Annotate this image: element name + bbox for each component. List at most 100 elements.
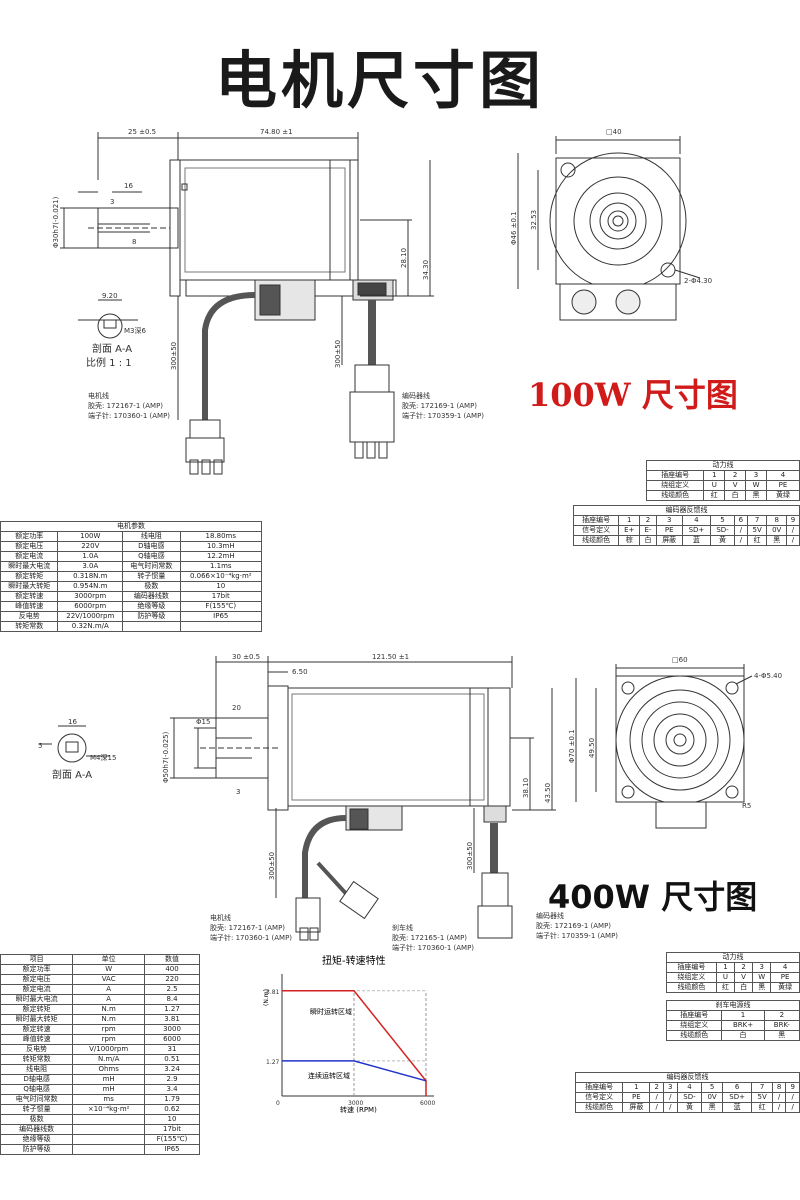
table-cell: 黄 bbox=[676, 1102, 703, 1113]
table-caption-row: 动力线 bbox=[646, 460, 800, 471]
table-header-cell: 项目 bbox=[0, 954, 74, 965]
table-cell: E- bbox=[639, 525, 657, 536]
table-row: 线缆颜色白黑 bbox=[665, 1030, 800, 1041]
dim-100-cable2: 300±50 bbox=[334, 340, 342, 368]
dim-100-cable1: 300±50 bbox=[170, 342, 178, 370]
table-caption-row: 刹车电源线 bbox=[666, 1000, 800, 1011]
dim-400-pcd: Φ70 ±0.1 bbox=[568, 729, 576, 763]
table-cell: 白 bbox=[721, 1030, 765, 1041]
table-cell: 220 bbox=[144, 974, 200, 985]
table-cell: SD- bbox=[710, 525, 735, 536]
table-cell: SD+ bbox=[681, 525, 712, 536]
dim-100-flange: 25 ±0.5 bbox=[128, 128, 156, 136]
table-caption: 编码器反馈线 bbox=[573, 505, 800, 516]
table-cell: 黄 bbox=[710, 535, 735, 546]
page-title: 电机尺寸图 bbox=[214, 44, 545, 117]
table-caption-row: 编码器反馈线 bbox=[575, 1072, 800, 1083]
dim-400-cable1: 300±50 bbox=[268, 852, 276, 880]
table-cell: / bbox=[663, 1092, 678, 1103]
x-tick-label: 3000 bbox=[348, 1100, 363, 1107]
table-cell: 屏蔽 bbox=[655, 535, 683, 546]
table-cell: 黑 bbox=[752, 982, 772, 993]
table-cell: 插座编号 bbox=[665, 1010, 723, 1021]
table-cell: 6000 bbox=[144, 1034, 200, 1045]
table-cell: 1 bbox=[715, 962, 736, 973]
table-cell: 转子惯量 bbox=[122, 571, 181, 582]
brake-note-400-1: 胶壳: 172165-1 (AMP) bbox=[392, 933, 467, 942]
brake-note-400-0: 刹车线 bbox=[392, 923, 413, 932]
table-cell: D轴电感 bbox=[0, 1074, 74, 1085]
y-axis-label: (N.m) bbox=[263, 989, 270, 1006]
table-cell: 黑 bbox=[763, 1030, 800, 1041]
table-cell: A bbox=[72, 984, 146, 995]
dim-100-28: 28.10 bbox=[400, 248, 408, 268]
table-cell: 绝缘等级 bbox=[0, 1134, 74, 1145]
table-cell: U bbox=[703, 480, 726, 491]
table-cell: 极数 bbox=[0, 1114, 74, 1125]
table-cell: 3000 bbox=[144, 1024, 200, 1035]
table-cell: 9 bbox=[785, 515, 800, 526]
dim-100-length: 74.80 ±1 bbox=[260, 128, 293, 136]
dim-400-holes: 4-Φ5.40 bbox=[754, 672, 782, 680]
table-cell: V/1000rpm bbox=[72, 1044, 146, 1055]
dim-100-32: 32.53 bbox=[530, 210, 538, 230]
table-cell: 黑 bbox=[766, 535, 787, 546]
table-cell: 3.24 bbox=[144, 1064, 200, 1075]
table-cell: 额定转矩 bbox=[0, 571, 59, 582]
dim-400-38: 38.10 bbox=[522, 778, 530, 798]
table-cell bbox=[179, 621, 263, 632]
table-cell: 棕 bbox=[618, 535, 641, 546]
table-header-row: 项目单位数值 bbox=[0, 954, 200, 965]
table-cell: W bbox=[752, 972, 772, 983]
caption-400w: 400W 尺寸图 bbox=[548, 878, 758, 916]
table-cell: 2 bbox=[639, 515, 657, 526]
table-cell: 白 bbox=[639, 535, 657, 546]
table-cell: 5 bbox=[710, 515, 735, 526]
dim-400-49: 49.50 bbox=[588, 738, 596, 758]
table-cell: D轴电感 bbox=[122, 541, 181, 552]
table-cell bbox=[72, 1134, 146, 1145]
table-cell: 极数 bbox=[122, 581, 181, 592]
dim-400-r5: R5 bbox=[742, 802, 751, 810]
table-cell: 2.5 bbox=[144, 984, 200, 995]
power-note-400-1: 胶壳: 172167-1 (AMP) bbox=[210, 923, 285, 932]
table-cell: 峰值转速 bbox=[0, 601, 59, 612]
section-100-scale: 比例 1 : 1 bbox=[86, 356, 132, 369]
table-cell: 1 bbox=[721, 1010, 765, 1021]
table-cell: IP65 bbox=[144, 1144, 200, 1155]
table-cell: 编码器线数 bbox=[0, 1124, 74, 1135]
table-cell: 红 bbox=[715, 982, 736, 993]
table-cell: 4 bbox=[681, 515, 712, 526]
table-cell: ms bbox=[72, 1094, 146, 1105]
dim-400-square: □60 bbox=[672, 656, 688, 664]
table-cell: 线缆颜色 bbox=[572, 535, 620, 546]
table-cell: / bbox=[733, 525, 748, 536]
table-cell: 4 bbox=[676, 1082, 703, 1093]
table-cell: SD- bbox=[676, 1092, 703, 1103]
table-cell: 0V bbox=[701, 1092, 723, 1103]
table-cell: 黄绿 bbox=[770, 982, 800, 993]
table-cell: 2.9 bbox=[144, 1074, 200, 1085]
table-cell bbox=[72, 1144, 146, 1155]
dim-400-cable2: 300±50 bbox=[466, 842, 474, 870]
dim-400-section-5: 5 bbox=[38, 742, 42, 750]
table-cell: V bbox=[733, 972, 754, 983]
table-cell: PE bbox=[655, 525, 683, 536]
power-note-400-2: 端子针: 170360-1 (AMP) bbox=[210, 933, 292, 942]
